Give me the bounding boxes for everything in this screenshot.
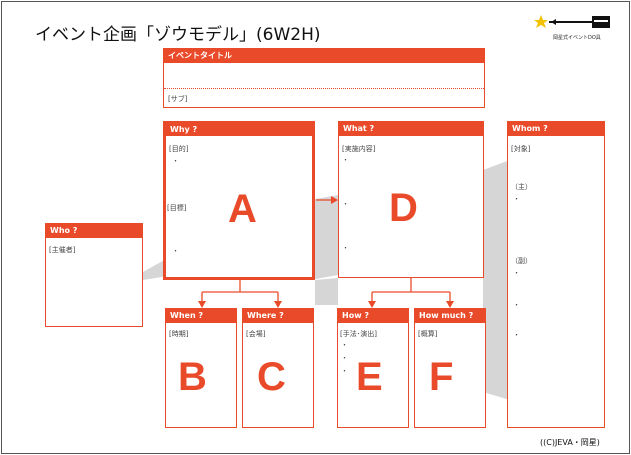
logo bbox=[534, 15, 610, 28]
where-header: Where ? bbox=[243, 309, 313, 323]
how-method-label: [手法･演出] bbox=[340, 330, 377, 338]
why-goal-label: [目標] bbox=[167, 204, 187, 212]
whom-bullet: ・ bbox=[513, 195, 520, 203]
what-content-label: [実施内容] bbox=[342, 145, 376, 153]
why-purpose-label: [目的] bbox=[169, 145, 189, 153]
what-bullet: ・ bbox=[342, 156, 349, 164]
howmuch-box[interactable]: How much ? [概算] F bbox=[414, 308, 486, 428]
logo-caption: 岡星式イベントDO具 bbox=[553, 35, 601, 41]
event-title-box[interactable]: イベントタイトル [サブ] bbox=[163, 48, 485, 108]
how-bullet: ・ bbox=[341, 354, 348, 362]
whom-sub-label: （副） bbox=[511, 257, 532, 265]
copyright: ((C)JEVA・岡星) bbox=[540, 438, 600, 447]
how-header: How ? bbox=[338, 309, 408, 323]
why-bullet: ・ bbox=[172, 157, 179, 165]
whom-bullet: ・ bbox=[513, 301, 520, 309]
howmuch-estimate-label: [概算] bbox=[418, 330, 438, 338]
why-header: Why ? bbox=[166, 124, 312, 136]
who-header: Who ? bbox=[46, 224, 142, 238]
what-bullet: ・ bbox=[342, 200, 349, 208]
when-period-label: [時期] bbox=[169, 330, 189, 338]
where-venue-label: [会場] bbox=[246, 330, 266, 338]
why-letter: A bbox=[228, 187, 257, 231]
who-organizer-label: [主催者] bbox=[49, 246, 76, 254]
how-bullet: ・ bbox=[341, 367, 348, 375]
event-subtitle-label: [サブ] bbox=[168, 95, 188, 103]
how-letter: E bbox=[356, 355, 383, 399]
what-box[interactable]: What ? [実施内容] ・ ・ ・ D bbox=[338, 121, 484, 278]
star-icon bbox=[534, 15, 548, 28]
when-letter: B bbox=[178, 355, 207, 399]
whom-bullet: ・ bbox=[513, 269, 520, 277]
where-letter: C bbox=[257, 355, 286, 399]
page-title: イベント企画「ゾウモデル」(6W2H) bbox=[35, 25, 321, 45]
why-box[interactable]: Why ? [目的] ・ [目標] ・ A bbox=[163, 121, 315, 280]
why-bullet: ・ bbox=[172, 247, 179, 255]
whom-bullet: ・ bbox=[513, 331, 520, 339]
how-bullet: ・ bbox=[341, 341, 348, 349]
event-title-header: イベントタイトル bbox=[164, 49, 484, 63]
how-box[interactable]: How ? [手法･演出] ・ ・ ・ E bbox=[337, 308, 409, 428]
who-box[interactable]: Who ? [主催者] bbox=[45, 223, 143, 327]
whom-box[interactable]: Whom ? [対象] （主） ・ （副） ・ ・ ・ bbox=[507, 121, 605, 428]
whom-target-label: [対象] bbox=[511, 145, 531, 153]
whom-header: Whom ? bbox=[508, 122, 604, 136]
whom-main-label: （主） bbox=[511, 183, 532, 191]
when-box[interactable]: When ? [時期] B bbox=[165, 308, 237, 428]
what-bullet: ・ bbox=[342, 244, 349, 252]
howmuch-letter: F bbox=[429, 355, 454, 399]
where-box[interactable]: Where ? [会場] C bbox=[242, 308, 314, 428]
what-header: What ? bbox=[339, 122, 483, 136]
what-letter: D bbox=[389, 186, 418, 230]
howmuch-header: How much ? bbox=[415, 309, 485, 323]
when-header: When ? bbox=[166, 309, 236, 323]
